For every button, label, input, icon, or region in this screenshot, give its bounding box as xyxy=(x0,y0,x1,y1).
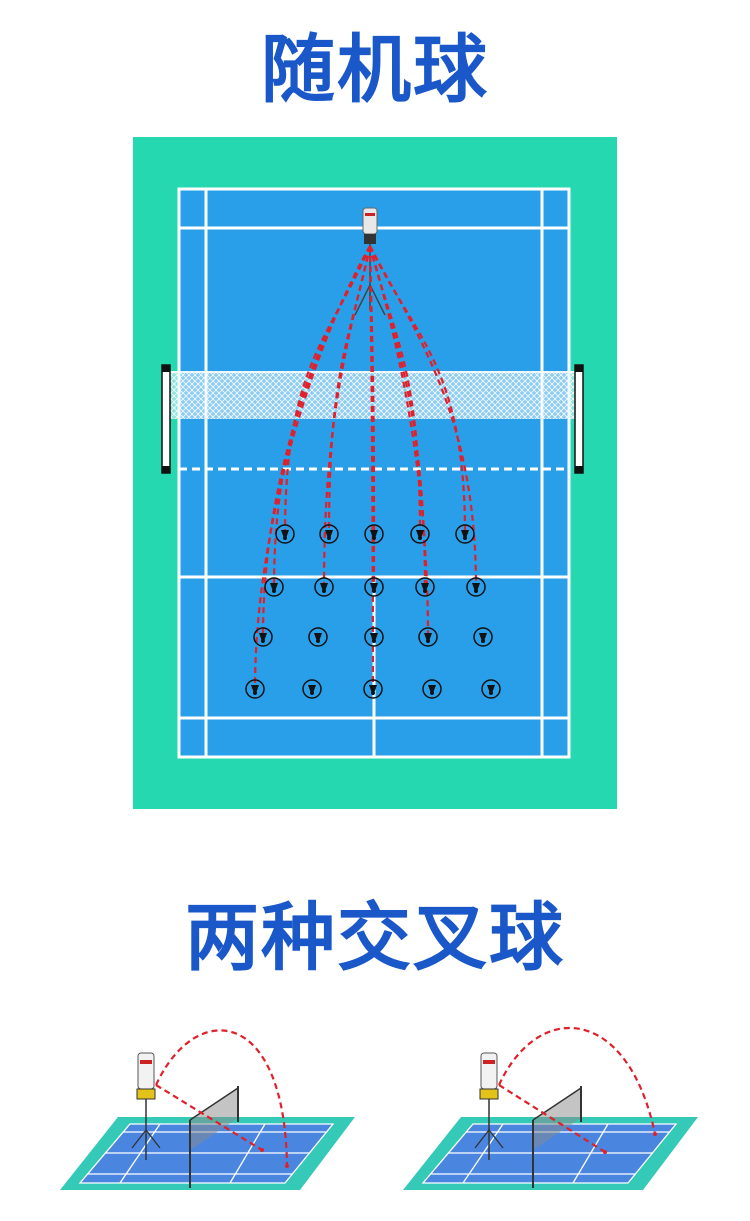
shuttlecock-target-icon xyxy=(319,524,339,544)
shuttlecock-target-icon xyxy=(422,679,442,699)
random-trajectories xyxy=(253,245,478,690)
shuttlecock-target-icon xyxy=(418,627,438,647)
shuttlecock-target-icon xyxy=(245,679,265,699)
shuttlecock-target-icon xyxy=(363,679,383,699)
shuttlecock-target-icon xyxy=(364,627,384,647)
shuttlecock-target-icon xyxy=(466,577,486,597)
trajectory-line xyxy=(368,245,430,638)
trajectory-line xyxy=(368,245,375,690)
target-grid xyxy=(245,524,501,699)
shuttlecock-target-icon xyxy=(410,524,430,544)
landing-point xyxy=(603,1150,607,1154)
landing-point xyxy=(260,1148,264,1152)
shuttlecock-target-icon xyxy=(302,679,322,699)
section-title-two-cross-balls: 两种交叉球 xyxy=(185,895,565,981)
shuttlecock-target-icon xyxy=(253,627,273,647)
court-lines xyxy=(177,187,571,759)
trajectory-line xyxy=(369,245,467,535)
shuttlecock-target-icon xyxy=(364,577,384,597)
main-court xyxy=(133,137,617,809)
shuttlecock-target-icon xyxy=(264,577,284,597)
iso-net xyxy=(189,1086,239,1188)
landing-point xyxy=(285,1164,289,1168)
shuttlecock-target-icon xyxy=(308,627,328,647)
trajectory-line xyxy=(498,1026,657,1135)
shuttlecock-launcher-icon xyxy=(131,1052,161,1160)
trajectory-line xyxy=(369,245,478,588)
shuttlecock-target-icon xyxy=(455,524,475,544)
shuttlecock-target-icon xyxy=(275,524,295,544)
trajectory-line xyxy=(253,245,371,690)
shuttlecock-target-icon xyxy=(415,577,435,597)
trajectory-line xyxy=(322,245,372,588)
shuttlecock-target-icon xyxy=(314,577,334,597)
cross-trajectories xyxy=(498,1026,657,1153)
shuttlecock-target-icon xyxy=(364,524,384,544)
trajectory-line xyxy=(498,1084,606,1153)
shuttlecock-target-icon xyxy=(473,627,493,647)
cross-trajectories xyxy=(155,1029,289,1167)
trajectory-line xyxy=(155,1084,263,1151)
cross-diagram-2 xyxy=(403,1026,698,1190)
landing-point xyxy=(653,1132,657,1136)
shuttlecock-target-icon xyxy=(481,679,501,699)
iso-net xyxy=(532,1086,582,1188)
trajectory-line xyxy=(155,1029,289,1167)
net-posts xyxy=(161,364,584,474)
cross-diagram-1 xyxy=(60,1029,355,1190)
shuttlecock-launcher-icon xyxy=(474,1052,504,1160)
section-title-random-ball: 随机球 xyxy=(261,27,489,113)
